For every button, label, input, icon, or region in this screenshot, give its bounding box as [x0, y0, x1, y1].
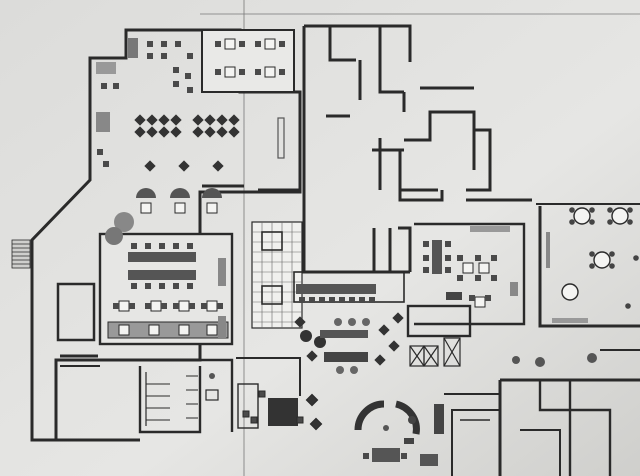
service-cabinets	[409, 337, 461, 367]
restaurant-dining	[98, 188, 234, 346]
lounge-outer-wall	[30, 28, 302, 442]
booth-row-top	[136, 188, 222, 214]
stairs-west	[11, 239, 31, 269]
office-column	[277, 117, 285, 159]
southeast-offices	[420, 349, 640, 476]
banquet-round-tables	[536, 203, 640, 328]
storage-room-west	[56, 282, 96, 342]
private-dining-east	[406, 222, 526, 367]
bar-lounge-seating	[294, 312, 404, 374]
bar-counter	[293, 271, 405, 374]
meeting-room-north	[201, 29, 295, 93]
restrooms	[54, 358, 234, 442]
booth-row-bottom	[107, 321, 229, 339]
lobby-south	[236, 357, 323, 431]
round-bar-south	[354, 400, 420, 462]
lounge-sofa-group	[96, 41, 193, 167]
misc-wall-segments	[60, 86, 532, 358]
communal-tables	[128, 243, 196, 289]
lounge-northwest	[30, 28, 302, 442]
kitchen-tiles	[251, 221, 303, 329]
